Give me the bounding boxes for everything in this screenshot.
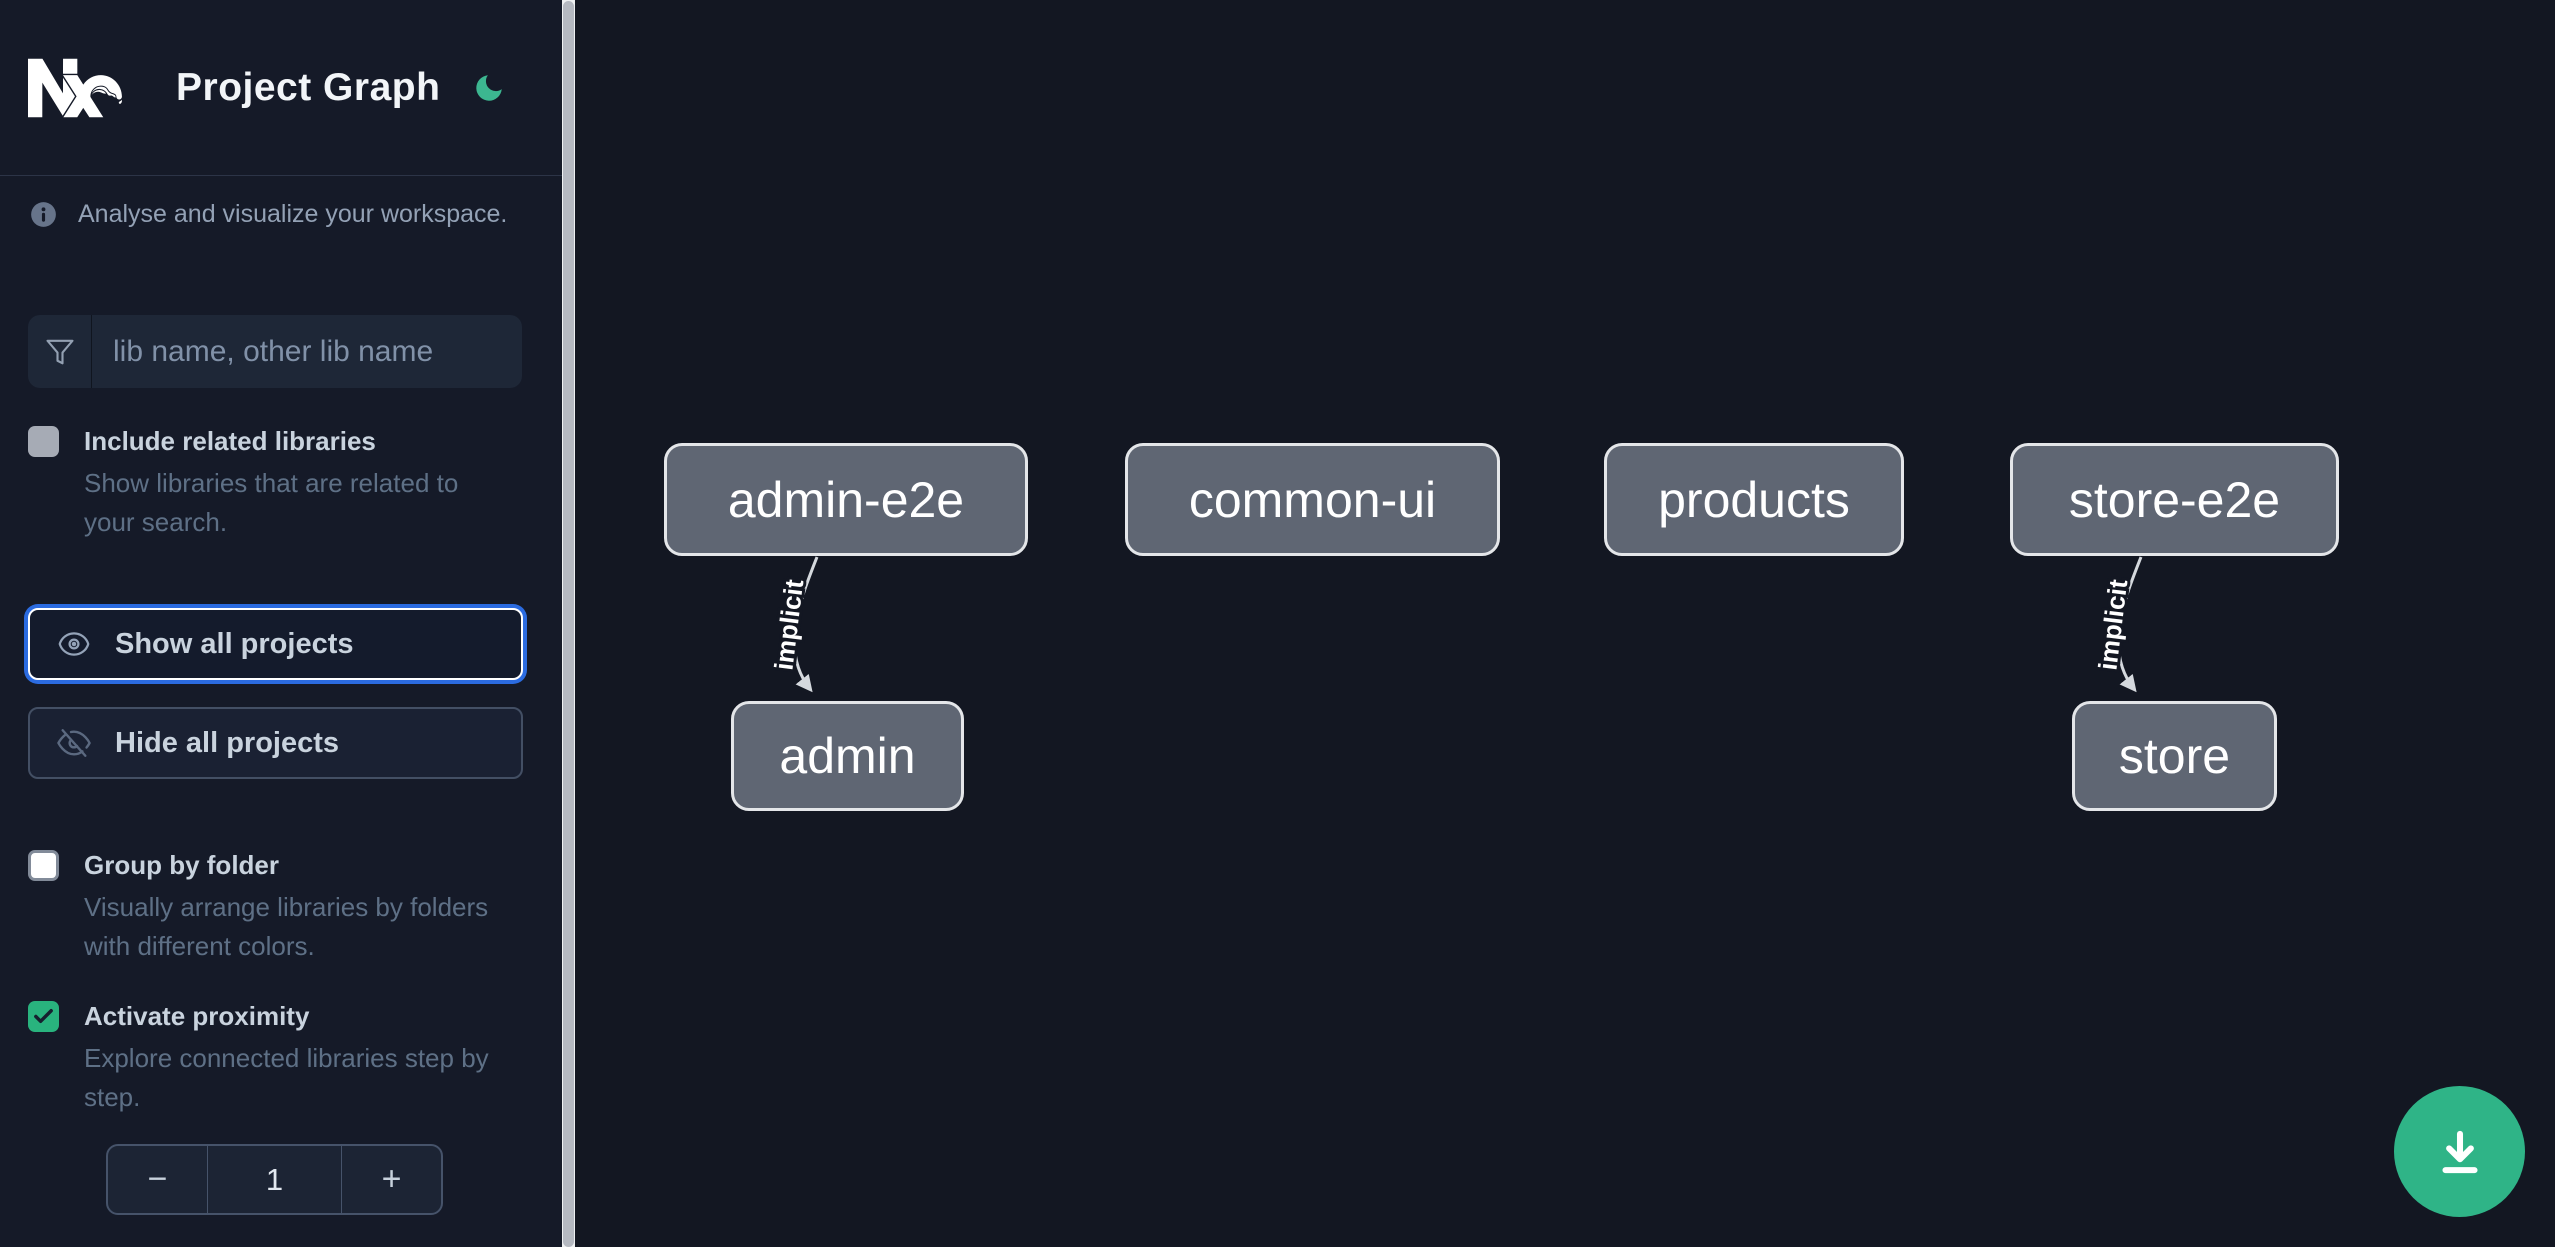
option-label: Include related libraries [84,426,376,456]
project-node-admin[interactable]: admin [731,701,964,811]
stepper-decrement-button[interactable]: − [108,1146,207,1213]
stepper-increment-button[interactable]: + [342,1146,441,1213]
option-label: Group by folder [84,850,279,880]
edge-label-implicit: implicit [2092,577,2133,671]
sidebar: Project Graph Analyse and visualize your… [0,0,562,1247]
option-description: Show libraries that are related to your … [84,468,459,537]
tagline: Analyse and visualize your workspace. [30,200,507,229]
filter-funnel-icon [45,339,74,364]
moon-icon [476,74,502,101]
scrollbar-thumb[interactable] [563,1,574,1247]
edge-store-e2e-to-store [2116,556,2143,693]
button-label: Hide all projects [115,726,340,759]
checkbox-include-related[interactable] [28,426,59,457]
download-image-button[interactable] [2394,1086,2525,1217]
project-node-common-ui[interactable]: common-ui [1125,443,1500,556]
project-node-products[interactable]: products [1604,443,1904,556]
eye-off-icon [57,729,91,757]
theme-toggle-button[interactable] [470,69,508,107]
checkbox-activate-proximity[interactable] [28,1001,59,1032]
proximity-depth-stepper: − 1 + [106,1144,443,1215]
graph-edges-layer: implicit implicit [765,556,2143,693]
option-description: Visually arrange libraries by folders wi… [84,892,489,961]
option-description: Explore connected libraries step by step… [84,1043,489,1112]
page-title: Project Graph [176,65,441,109]
edge-label-implicit: implicit [768,577,809,671]
checkmark-icon [34,1009,53,1024]
nx-logo [28,58,122,117]
search-box [28,315,522,388]
project-node-store-e2e[interactable]: store-e2e [2010,443,2339,556]
option-label: Activate proximity [84,1001,310,1031]
edge-admin-e2e-to-admin [792,556,819,693]
project-node-store[interactable]: store [2072,701,2277,811]
filter-icon-wrap [28,315,92,388]
download-icon [2441,1130,2478,1173]
info-icon [31,202,56,227]
show-all-projects-button[interactable]: Show all projects [28,608,523,680]
option-group-by-folder[interactable]: Group by folder Visually arrange librari… [28,848,518,966]
search-input[interactable] [92,315,522,388]
graph-canvas[interactable]: implicit implicit admin-e2e common-ui pr… [575,0,2555,1247]
tagline-text: Analyse and visualize your workspace. [78,200,508,228]
sidebar-scrollbar[interactable] [562,0,575,1247]
option-activate-proximity[interactable]: Activate proximity Explore connected lib… [28,999,518,1117]
project-node-admin-e2e[interactable]: admin-e2e [664,443,1028,556]
checkbox-group-by-folder[interactable] [28,850,59,881]
hide-all-projects-button[interactable]: Hide all projects [28,707,523,779]
option-include-related-libraries[interactable]: Include related libraries Show libraries… [28,424,518,542]
stepper-value: 1 [207,1146,342,1213]
eye-icon [58,632,90,656]
app-header: Project Graph [0,0,562,176]
button-label: Show all projects [115,627,354,660]
